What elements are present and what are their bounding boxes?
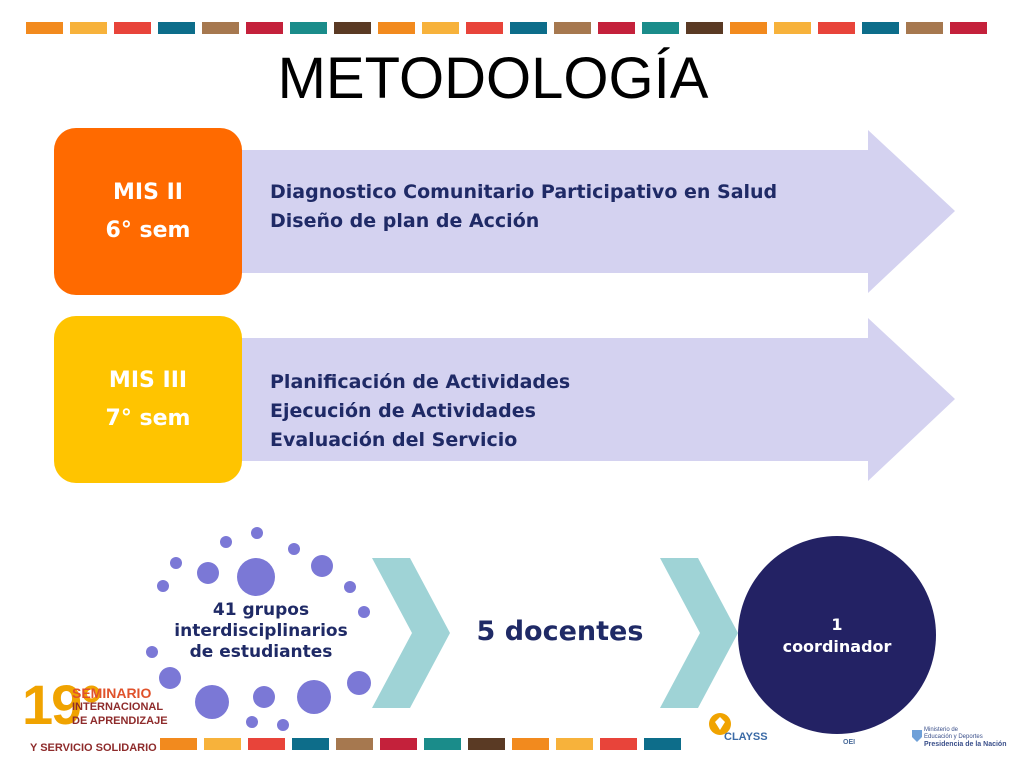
stripe-segment: [378, 22, 415, 34]
mis3-label: MIS III: [108, 367, 188, 393]
top-color-stripe: [0, 22, 1024, 36]
activity-item: Planificación de Actividades: [270, 371, 571, 393]
stripe-segment: [774, 22, 811, 34]
activity-item: Evaluación del Servicio: [270, 429, 518, 451]
stage-arrow-mis2: [210, 130, 955, 293]
seminar-logo-number: 19°: [22, 673, 103, 736]
student-groups-label: 41 grupos interdisciplinarios de estudia…: [174, 600, 348, 662]
stripe-segment: [950, 22, 987, 34]
stripe-segment: [644, 738, 681, 750]
mis3-semester: 7° sem: [105, 405, 191, 431]
stripe-segment: [26, 22, 63, 34]
stripe-segment: [556, 738, 593, 750]
stripe-segment: [642, 22, 679, 34]
stripe-segment: [598, 22, 635, 34]
mis2-semester: 6° sem: [105, 217, 191, 243]
stripe-segment: [292, 738, 329, 750]
stripe-segment: [466, 22, 503, 34]
chevron-right-icon: [372, 558, 450, 708]
shield-icon: [912, 730, 922, 742]
seminar-logo-text: SEMINARIO INTERNACIONAL DE APRENDIZAJE: [72, 685, 168, 727]
chevron-right-icon: [660, 558, 738, 708]
stripe-segment: [422, 22, 459, 34]
clayss-logo-icon: [709, 713, 731, 735]
stripe-segment: [114, 22, 151, 34]
coordinator-label: 1 coordinador: [782, 615, 892, 656]
stripe-segment: [290, 22, 327, 34]
oei-logo-text: OEI: [843, 739, 856, 746]
stripe-segment: [204, 738, 241, 750]
stripe-segment: [730, 22, 767, 34]
stripe-segment: [380, 738, 417, 750]
teachers-count: 5 docentes: [476, 616, 644, 647]
stripe-segment: [468, 738, 505, 750]
stripe-segment: [862, 22, 899, 34]
stripe-segment: [554, 22, 591, 34]
ministry-logo-text: Ministerio de Educación y Deportes Presi…: [924, 727, 1007, 748]
student-groups-bubbles: [146, 527, 371, 731]
stripe-segment: [600, 738, 637, 750]
stripe-segment: [686, 22, 723, 34]
activity-item: Diseño de plan de Acción: [270, 210, 540, 232]
stripe-segment: [70, 22, 107, 34]
stripe-segment: [160, 738, 197, 750]
stripe-segment: [510, 22, 547, 34]
mis3-box: MIS III 7° sem: [54, 316, 242, 483]
stripe-segment: [158, 22, 195, 34]
stripe-segment: [202, 22, 239, 34]
mis2-activities: Diagnostico Comunitario Participativo en…: [270, 178, 777, 236]
bottom-color-stripe: [0, 738, 1024, 752]
mis3-activities: Planificación de Actividades Ejecución d…: [270, 368, 570, 455]
activity-item: Diagnostico Comunitario Participativo en…: [270, 181, 778, 203]
seminar-logo-subtitle: Y SERVICIO SOLIDARIO: [30, 742, 157, 754]
mis2-box: MIS II 6° sem: [54, 128, 242, 295]
coordinator-circle: [738, 536, 936, 734]
stripe-segment: [246, 22, 283, 34]
stripe-segment: [334, 22, 371, 34]
activity-item: Ejecución de Actividades: [270, 400, 536, 422]
clayss-logo-text: CLAYSS: [724, 731, 768, 743]
stripe-segment: [818, 22, 855, 34]
page-title: METODOLOGÍA: [277, 46, 709, 111]
stripe-segment: [248, 738, 285, 750]
mis2-label: MIS II: [113, 179, 183, 205]
stripe-segment: [336, 738, 373, 750]
stripe-segment: [424, 738, 461, 750]
stage-arrow-mis3: [210, 318, 955, 481]
stripe-segment: [512, 738, 549, 750]
stripe-segment: [906, 22, 943, 34]
